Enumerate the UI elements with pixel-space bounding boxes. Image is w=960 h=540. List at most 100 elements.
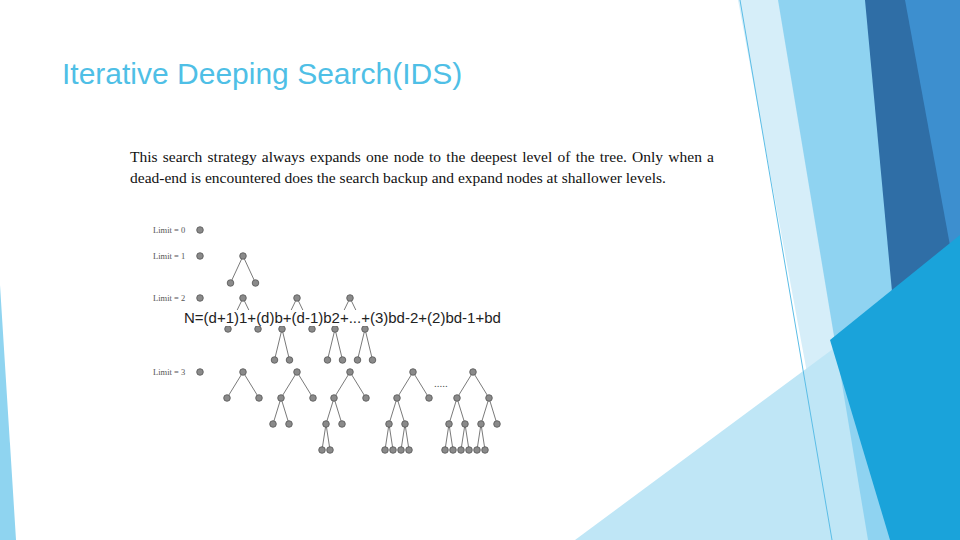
- search-tree: [270, 369, 317, 428]
- tree-node: [398, 447, 405, 454]
- tree-branch: [481, 424, 485, 450]
- limit-label: Limit = 1: [153, 251, 185, 261]
- tree-branch: [326, 424, 330, 450]
- tree-node: [225, 326, 232, 333]
- tree-node: [224, 395, 231, 402]
- tree-branch: [231, 256, 244, 283]
- tree-branch: [397, 372, 413, 398]
- tree-branch: [328, 329, 336, 360]
- corner-shape: [830, 235, 960, 540]
- slide-title: Iterative Deeping Search(IDS): [62, 56, 462, 92]
- tree-branch: [334, 372, 350, 398]
- tree-node: [271, 357, 278, 364]
- tree-node: [240, 369, 247, 376]
- tree-node: [286, 421, 293, 428]
- tree-branch: [461, 424, 465, 450]
- tree-branch: [281, 398, 289, 424]
- tree-node: [470, 369, 477, 376]
- tree-node: [310, 395, 317, 402]
- tree-node: [486, 395, 493, 402]
- tree-node: [369, 357, 376, 364]
- tree-branch: [335, 329, 343, 360]
- tree-node: [197, 253, 204, 260]
- ellipsis-mark: .....: [434, 377, 448, 389]
- tree-node: [347, 369, 354, 376]
- tree-node: [450, 447, 457, 454]
- tree-node: [426, 395, 433, 402]
- tree-branch: [358, 329, 366, 360]
- search-tree: [227, 253, 259, 287]
- search-tree: [382, 369, 433, 454]
- search-tree: [197, 253, 204, 260]
- tree-node: [323, 421, 330, 428]
- tree-node: [494, 421, 501, 428]
- tree-branch: [457, 372, 473, 398]
- tree-branch: [334, 398, 342, 424]
- tree-node: [354, 357, 361, 364]
- tree-branch: [449, 398, 457, 424]
- tree-branch: [389, 398, 397, 424]
- formula: N=(d+1)1+(d)b+(d-1)b2+...+(3)bd-2+(2)bd-…: [182, 310, 503, 326]
- tree-node: [331, 395, 338, 402]
- tree-branch: [281, 372, 297, 398]
- tree-node: [339, 357, 346, 364]
- limit-label: Limit = 2: [153, 293, 185, 303]
- limit-label: Limit = 3: [153, 367, 185, 377]
- tree-branch: [243, 372, 259, 398]
- tree-node: [442, 447, 449, 454]
- tree-node: [458, 447, 465, 454]
- tree-branch: [477, 424, 481, 450]
- tree-branch: [282, 329, 290, 360]
- tree-branch: [243, 256, 256, 283]
- search-tree: [197, 369, 204, 376]
- tree-node: [270, 421, 277, 428]
- tree-node: [474, 447, 481, 454]
- tree-node: [319, 447, 326, 454]
- tree-branch: [465, 424, 469, 450]
- tree-node: [382, 447, 389, 454]
- search-tree: [324, 295, 376, 364]
- tree-node: [197, 227, 204, 234]
- tree-node: [394, 395, 401, 402]
- tree-node: [294, 295, 301, 302]
- tree-node: [363, 395, 370, 402]
- search-tree: [442, 369, 501, 454]
- tree-node: [309, 326, 316, 333]
- tree-branch: [401, 424, 405, 450]
- tree-node: [240, 295, 247, 302]
- tree-branch: [397, 398, 405, 424]
- tree-branch: [273, 398, 281, 424]
- tree-node: [446, 421, 453, 428]
- search-tree: [224, 369, 263, 402]
- tree-branch: [385, 424, 389, 450]
- tree-branch: [449, 424, 453, 450]
- tree-node: [227, 280, 234, 287]
- tree-node: [402, 421, 409, 428]
- tree-node: [240, 253, 247, 260]
- tree-node: [197, 369, 204, 376]
- search-tree: [197, 295, 204, 302]
- tree-branch: [227, 372, 243, 398]
- tree-branch: [322, 424, 326, 450]
- search-tree: [319, 369, 370, 454]
- tree-branch: [389, 424, 393, 450]
- tree-node: [386, 421, 393, 428]
- tree-node: [482, 447, 489, 454]
- tree-node: [462, 421, 469, 428]
- tree-node: [454, 395, 461, 402]
- tree-node: [406, 447, 413, 454]
- tree-node: [390, 447, 397, 454]
- body-paragraph: This search strategy always expands one …: [130, 146, 714, 188]
- tree-branch: [481, 398, 489, 424]
- tree-branch: [457, 398, 465, 424]
- tree-branch: [405, 424, 409, 450]
- tree-node: [278, 395, 285, 402]
- tree-node: [294, 369, 301, 376]
- tree-node: [339, 421, 346, 428]
- tree-node: [324, 357, 331, 364]
- corner-shape: [0, 285, 16, 540]
- limit-label: Limit = 0: [153, 225, 185, 235]
- tree-node: [332, 326, 339, 333]
- tree-node: [466, 447, 473, 454]
